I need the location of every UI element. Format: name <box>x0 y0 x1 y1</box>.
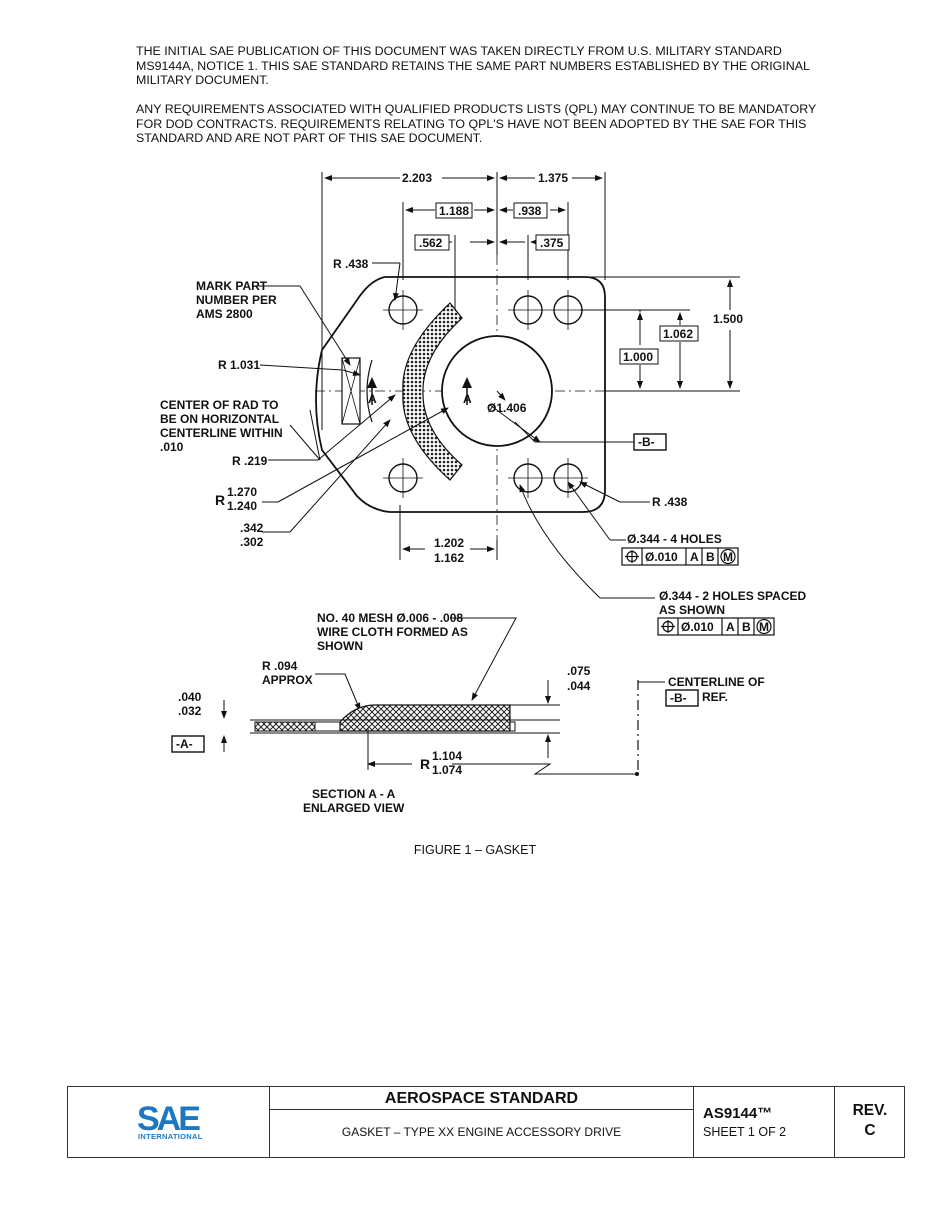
section-mark-a-left: A <box>368 392 377 406</box>
figure-caption: FIGURE 1 – GASKET <box>413 843 537 857</box>
radius-1270: 1.270 <box>227 485 257 499</box>
fcf-4-tol: Ø.010 <box>645 550 678 564</box>
dim-302: .302 <box>240 535 264 549</box>
dim-1188: 1.188 <box>439 204 469 218</box>
note-center-4: .010 <box>160 440 184 454</box>
dim-342: .342 <box>240 521 264 535</box>
gasket-outline <box>315 276 606 513</box>
dim-032: .032 <box>178 704 202 718</box>
fcf-4-b: B <box>706 550 715 564</box>
radius-094: R .094 <box>262 659 298 673</box>
note-centerline-1: CENTERLINE OF <box>668 675 765 689</box>
note-mesh-1: NO. 40 MESH Ø.006 - .008 <box>317 611 463 625</box>
note-mark-part-3: AMS 2800 <box>196 307 253 321</box>
dim-1375: 1.375 <box>538 171 568 185</box>
wire-mesh-band <box>402 302 463 481</box>
note-mark-part-1: MARK PART <box>196 279 268 293</box>
fcf-2-a: A <box>726 620 735 634</box>
dim-044: .044 <box>567 679 591 693</box>
note-center-3: CENTERLINE WITHIN <box>160 426 283 440</box>
radius-1031: R 1.031 <box>218 358 260 372</box>
fcf-2-m: M <box>759 620 769 634</box>
radius-1104: 1.104 <box>432 749 462 763</box>
sheet-number: SHEET 1 OF 2 <box>703 1125 787 1139</box>
logo-subtitle: INTERNATIONAL <box>138 1132 203 1141</box>
dim-375: .375 <box>540 236 564 250</box>
note-holes-4: Ø.344 - 4 HOLES <box>627 532 722 546</box>
notice-paragraph-1: THE INITIAL SAE PUBLICATION OF THIS DOCU… <box>136 44 810 87</box>
section-title: SECTION A - A <box>312 787 396 801</box>
title-cell: AEROSPACE STANDARD GASKET – TYPE XX ENGI… <box>270 1087 694 1157</box>
notice-paragraph-2: ANY REQUIREMENTS ASSOCIATED WITH QUALIFI… <box>136 102 816 145</box>
dim-1162: 1.162 <box>434 551 464 565</box>
radius-438-bottom: R .438 <box>652 495 688 509</box>
dim-562: .562 <box>419 236 443 250</box>
dim-938: .938 <box>518 204 542 218</box>
note-centerline-2: REF. <box>702 690 728 704</box>
note-holes-2b: AS SHOWN <box>659 603 725 617</box>
dim-1202: 1.202 <box>434 536 464 550</box>
logo-cell: SAE INTERNATIONAL <box>68 1087 270 1157</box>
datum-b-ref: -B- <box>670 691 687 705</box>
sae-logo: SAE <box>137 1100 202 1134</box>
radius-1240: 1.240 <box>227 499 257 513</box>
top-dimension-labels: 2.203 1.375 1.188 .938 .562 .375 <box>402 171 570 251</box>
title-block: SAE INTERNATIONAL AEROSPACE STANDARD GAS… <box>67 1086 905 1158</box>
fcf-2-b: B <box>742 620 751 634</box>
fcf-holes-4 <box>621 547 739 566</box>
centerlines <box>315 255 620 560</box>
revision-cell: REV. C <box>835 1087 905 1157</box>
note-holes-2a: Ø.344 - 2 HOLES SPACED <box>659 589 806 603</box>
document-title: GASKET – TYPE XX ENGINE ACCESSORY DRIVE <box>341 1125 622 1139</box>
document-number: AS9144™ <box>703 1105 773 1122</box>
note-mesh-3: SHOWN <box>317 639 363 653</box>
radius-219: R .219 <box>232 454 268 468</box>
fcf-4-a: A <box>690 550 699 564</box>
radius-438-top: R .438 <box>333 257 369 271</box>
datum-b: -B- <box>638 435 655 449</box>
note-mark-part-2: NUMBER PER <box>196 293 277 307</box>
datum-a: -A- <box>176 737 193 751</box>
gasket-drawing: A A 2.203 1.375 1.188 .938 .562 .375 <box>150 160 815 825</box>
revision-value: C <box>864 1122 876 1139</box>
standard-heading: AEROSPACE STANDARD <box>270 1087 693 1110</box>
fcf-4-m: M <box>723 550 733 564</box>
dia-1406: Ø1.406 <box>487 401 527 415</box>
fcf-2-tol: Ø.010 <box>681 620 714 634</box>
dim-1500: 1.500 <box>713 312 743 326</box>
radius-094-approx: APPROX <box>262 673 313 687</box>
radius-1074: 1.074 <box>432 763 462 777</box>
note-center-1: CENTER OF RAD TO <box>160 398 278 412</box>
note-center-2: BE ON HORIZONTAL <box>160 412 279 426</box>
revision-label: REV. <box>852 1102 888 1119</box>
dim-075: .075 <box>567 664 591 678</box>
radius-r-section: R <box>420 756 430 772</box>
section-mark-a-right: A <box>463 392 472 406</box>
dim-1000: 1.000 <box>623 350 653 364</box>
dim-2203: 2.203 <box>402 171 432 185</box>
section-view: NO. 40 MESH Ø.006 - .008 WIRE CLOTH FORM… <box>171 611 765 815</box>
doc-number-cell: AS9144™ SHEET 1 OF 2 <box>694 1087 835 1157</box>
radius-r-label: R <box>215 492 225 508</box>
note-mesh-2: WIRE CLOTH FORMED AS <box>317 625 468 639</box>
svg-text:SAE: SAE <box>137 1100 200 1134</box>
fcf-holes-2 <box>657 617 775 636</box>
dim-1062: 1.062 <box>663 327 693 341</box>
section-subtitle: ENLARGED VIEW <box>303 801 405 815</box>
dim-040: .040 <box>178 690 202 704</box>
